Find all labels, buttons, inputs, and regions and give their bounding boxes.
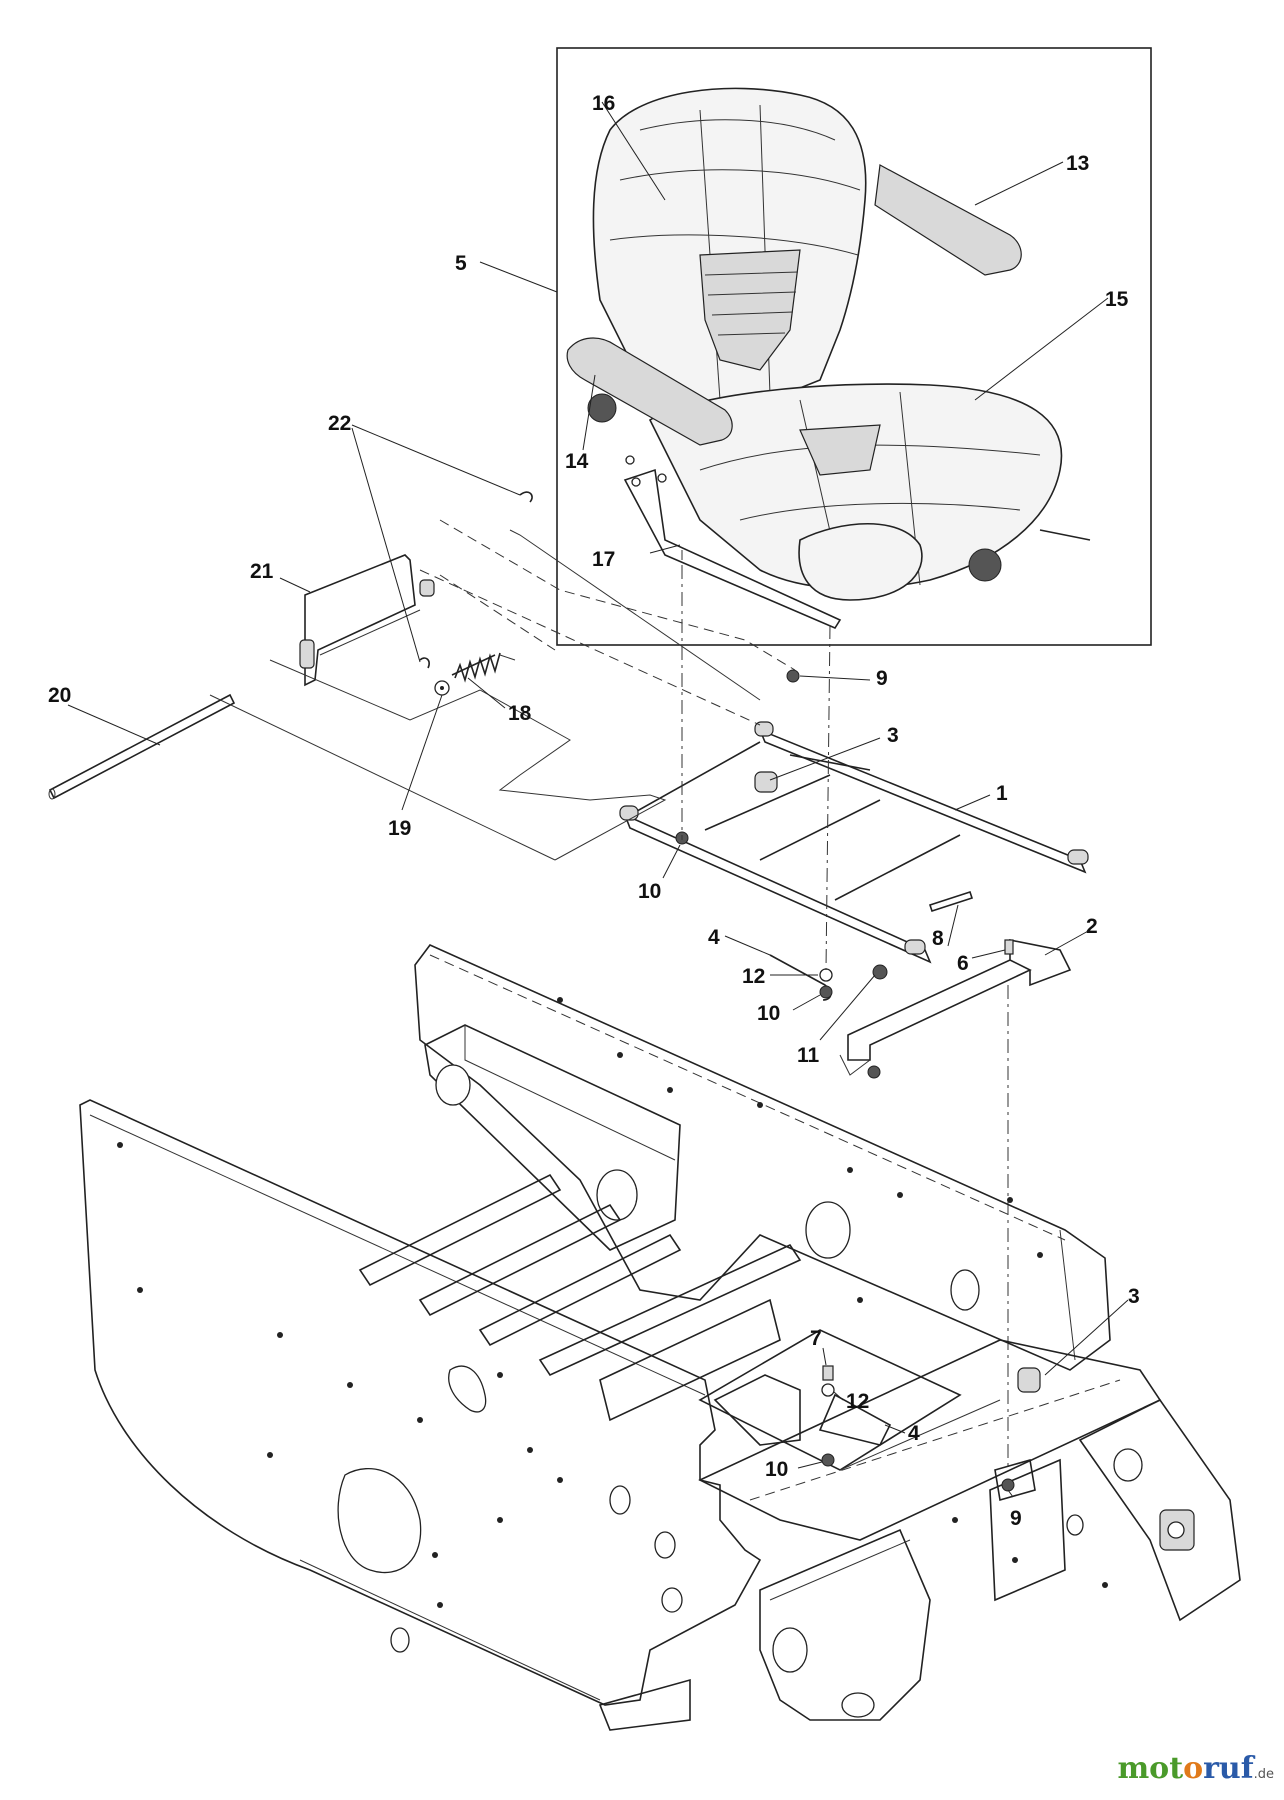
pivot-rod-20 [48, 693, 236, 800]
nut-11 [872, 964, 888, 980]
bumper-3-lower [1017, 1367, 1041, 1393]
callout-11: 11 [797, 1044, 820, 1067]
callout-9-lower: 9 [1010, 1507, 1022, 1530]
watermark-text-part1: mot [1117, 1751, 1184, 1786]
spring-18 [451, 652, 516, 683]
callout-10-upper: 10 [638, 880, 661, 903]
main-chassis [79, 944, 1241, 1731]
seat-assembly [566, 87, 1091, 630]
bracket-21 [304, 554, 416, 687]
callout-12-upper: 12 [742, 965, 765, 988]
callout-22: 22 [328, 412, 351, 435]
callout-10-lower: 10 [765, 1458, 788, 1481]
callout-19: 19 [388, 817, 411, 840]
callout-1: 1 [996, 782, 1008, 805]
watermark-text-part3: ruf [1203, 1751, 1254, 1786]
callout-2: 2 [1086, 915, 1098, 938]
callout-13: 13 [1066, 152, 1089, 175]
callout-18: 18 [508, 702, 532, 725]
callout-10-mid: 10 [757, 1002, 780, 1025]
callout-20: 20 [48, 684, 71, 707]
bolt-7 [822, 1365, 834, 1381]
watermark-text-part2: o [1183, 1751, 1204, 1786]
callout-16: 16 [592, 92, 615, 115]
callout-3-lower: 3 [1128, 1285, 1140, 1308]
clip-22-upper [519, 491, 533, 503]
nut-10-upper [819, 985, 833, 999]
callout-3-upper: 3 [887, 724, 899, 747]
callout-8: 8 [932, 927, 944, 950]
nut-10-lower [821, 1453, 835, 1467]
callout-labels: 16 13 5 15 14 17 22 21 20 18 19 9 3 1 10… [48, 92, 1140, 1530]
nut-9-upper [786, 669, 800, 683]
callout-15: 15 [1105, 288, 1129, 311]
clip-22 [419, 657, 430, 669]
callout-4-upper: 4 [708, 926, 720, 949]
pin-8 [928, 890, 974, 913]
nut-9-lower [1001, 1478, 1015, 1492]
callout-6: 6 [957, 952, 969, 975]
callout-7: 7 [810, 1327, 822, 1350]
leader-lines [67, 101, 1129, 1498]
callout-4-lower: 4 [908, 1422, 920, 1445]
clevis-pin-4-lower [818, 1393, 892, 1446]
callout-17: 17 [592, 548, 615, 571]
callout-9-upper: 9 [876, 667, 888, 690]
washer-12-lower [821, 1383, 835, 1397]
callout-12-lower: 12 [846, 1390, 869, 1413]
seat-inset-frame [556, 47, 1152, 646]
callout-5: 5 [455, 252, 467, 275]
watermark-tld: .de [1253, 1767, 1274, 1782]
callout-21: 21 [250, 560, 274, 583]
motoruf-watermark-logo: motoruf.de [1117, 1751, 1274, 1786]
bolt-6 [1004, 939, 1014, 955]
washer-12-upper [819, 968, 833, 982]
callout-14: 14 [565, 450, 589, 473]
bumper-3-upper [754, 771, 778, 793]
seat-frame-rails [619, 721, 1089, 964]
